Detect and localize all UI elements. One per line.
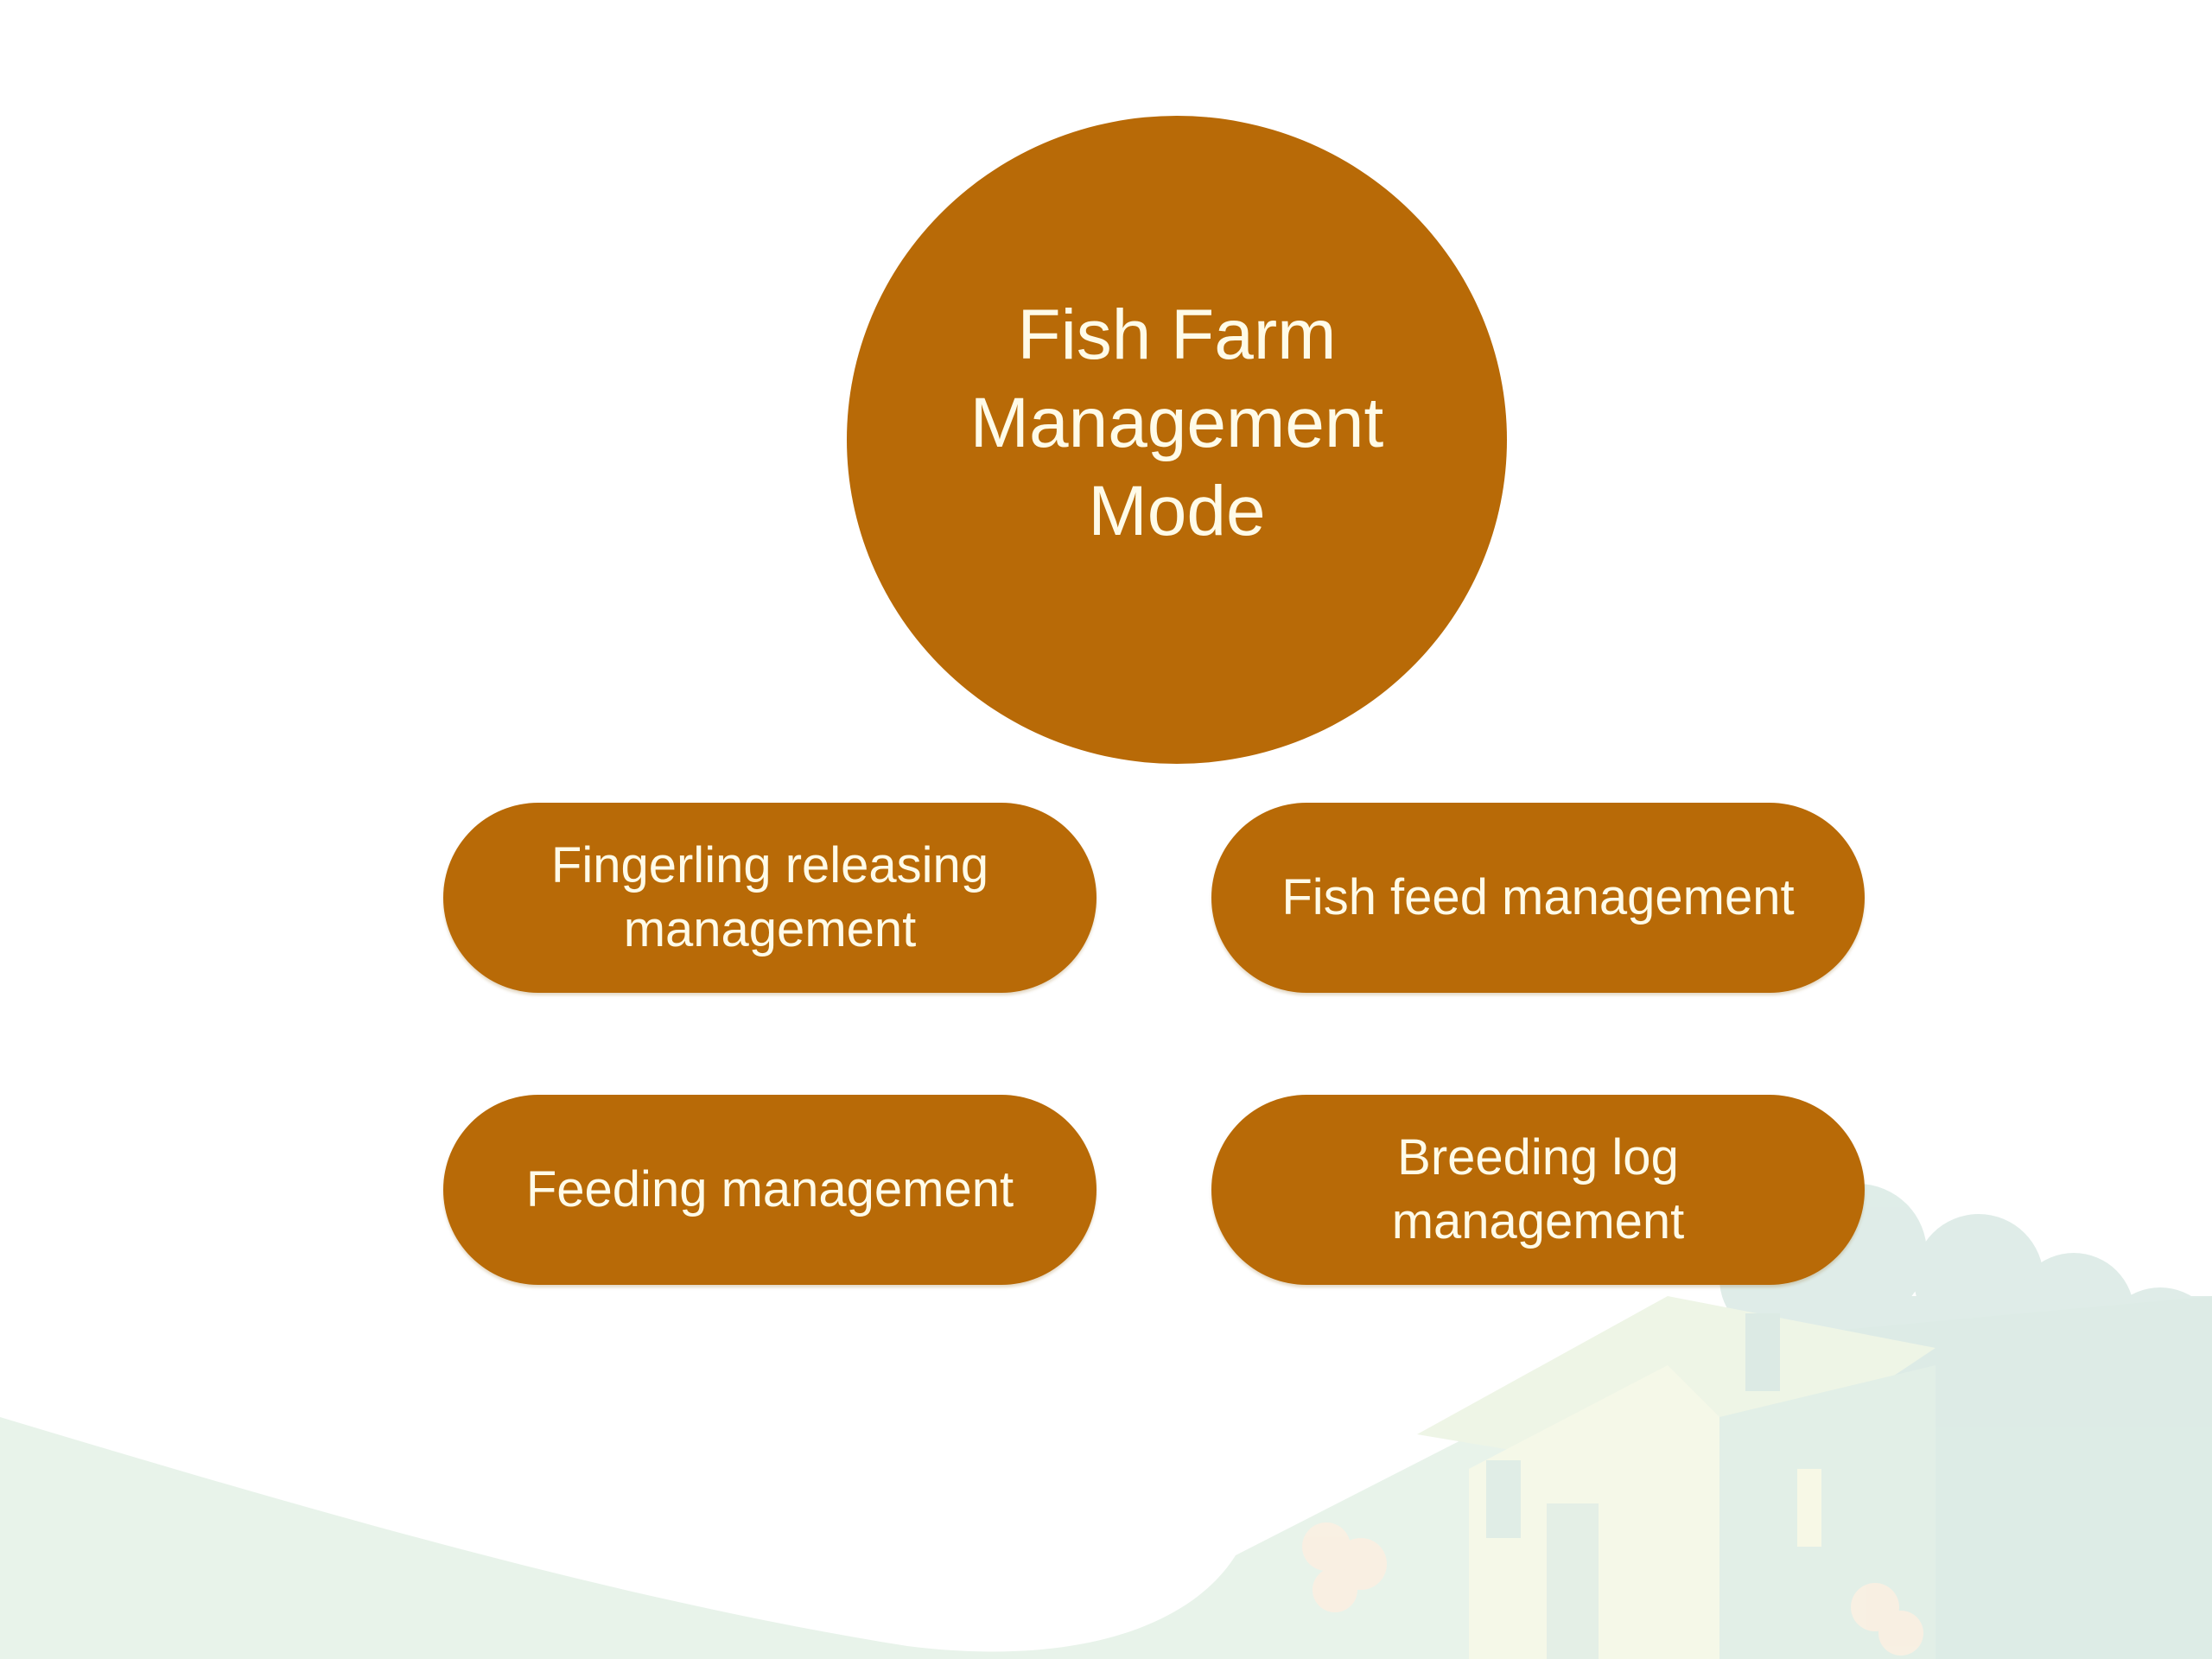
child-node-fish-feed: Fish feed management xyxy=(1211,803,1865,993)
root-node-fish-farm-management-mode: Fish Farm Management Mode xyxy=(847,116,1507,764)
child-node-label: Fish feed management xyxy=(1281,869,1795,925)
child-node-breeding-log: Breeding log management xyxy=(1211,1095,1865,1285)
flower-decoration-icon xyxy=(1302,1522,1923,1656)
child-node-label: Feeding management xyxy=(525,1161,1014,1217)
child-node-label: Breeding log management xyxy=(1391,1129,1685,1249)
root-node-label: Fish Farm Management Mode xyxy=(969,296,1384,550)
child-node-fingerling-releasing: Fingerling releasing management xyxy=(443,803,1096,993)
child-node-label: Fingerling releasing management xyxy=(550,837,989,957)
child-node-feeding: Feeding management xyxy=(443,1095,1096,1285)
